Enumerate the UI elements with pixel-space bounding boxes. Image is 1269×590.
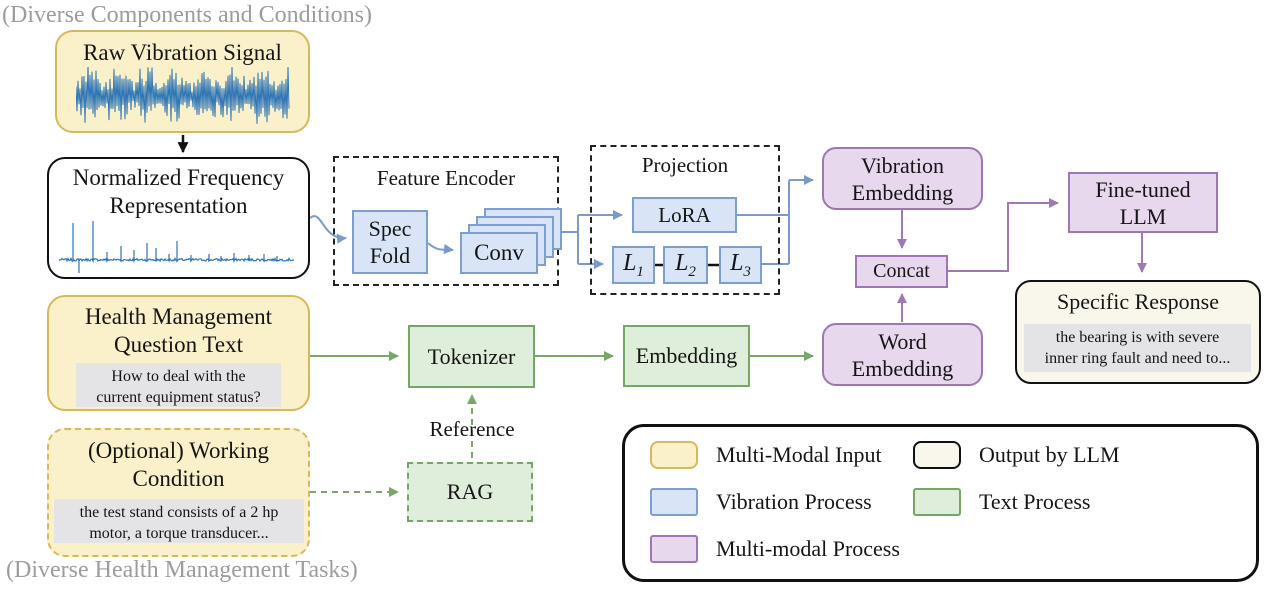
legend-item-multimodal-input: Multi-Modal Input bbox=[650, 441, 882, 469]
feature-encoder-title: Feature Encoder bbox=[376, 166, 516, 190]
legend-swatch-multimodal-input bbox=[650, 441, 698, 469]
word-embedding-line1: Word bbox=[878, 328, 927, 354]
legend-label-multimodal-input: Multi-Modal Input bbox=[716, 442, 882, 467]
question-box: Health Management Question Text How to d… bbox=[47, 295, 310, 411]
projection-title: Projection bbox=[641, 153, 729, 177]
tokenizer-box: Tokenizer bbox=[408, 325, 535, 388]
legend-item-multimodal-process: Multi-modal Process bbox=[650, 535, 900, 563]
raw-waveform-plot bbox=[75, 65, 289, 124]
rag-label: RAG bbox=[446, 479, 494, 504]
legend-swatch-output-llm bbox=[913, 441, 961, 469]
embedding-label: Embedding bbox=[635, 343, 738, 368]
legend-label-output-llm: Output by LLM bbox=[979, 442, 1120, 467]
normalized-frequency-box: Normalized Frequency Representation bbox=[47, 157, 310, 279]
raw-vibration-signal-title: Raw Vibration Signal bbox=[83, 40, 282, 65]
working-condition-line2: Condition bbox=[132, 466, 225, 491]
caption-bottom: (Diverse Health Management Tasks) bbox=[6, 557, 358, 583]
legend-item-output-llm: Output by LLM bbox=[913, 441, 1120, 469]
raw-vibration-signal-box: Raw Vibration Signal bbox=[55, 30, 310, 133]
layer-l3-label: L3 bbox=[730, 250, 751, 281]
layer-l1-label: L1 bbox=[623, 250, 644, 281]
conv-label: Conv bbox=[474, 240, 524, 265]
layer-l3-box: L3 bbox=[719, 246, 762, 284]
legend-label-vibration-process: Vibration Process bbox=[716, 489, 872, 514]
working-condition-line1: (Optional) Working bbox=[87, 438, 270, 463]
vibration-embedding-line1: Vibration bbox=[861, 152, 944, 178]
l2-base: L bbox=[675, 249, 689, 276]
concat-box: Concat bbox=[855, 255, 948, 288]
vibration-embedding-line2: Embedding bbox=[851, 179, 954, 205]
l1-sub: 1 bbox=[636, 263, 644, 280]
layer-l2-label: L2 bbox=[675, 250, 696, 281]
legend-swatch-text-process bbox=[913, 488, 961, 516]
lora-box: LoRA bbox=[632, 197, 737, 233]
rag-box: RAG bbox=[407, 462, 533, 522]
reference-label: Reference bbox=[429, 417, 515, 441]
question-body: How to deal with the current equipment s… bbox=[76, 363, 281, 407]
legend-swatch-multimodal-process bbox=[650, 535, 698, 563]
l1-base: L bbox=[623, 249, 637, 276]
fine-tuned-llm-line2: LLM bbox=[1119, 203, 1167, 229]
conv-box: Conv bbox=[460, 232, 538, 274]
specific-response-title: Specific Response bbox=[1057, 289, 1219, 314]
legend-label-text-process: Text Process bbox=[979, 489, 1091, 514]
question-title-line2: Question Text bbox=[114, 332, 243, 357]
question-title-line1: Health Management bbox=[84, 304, 273, 329]
lora-label: LoRA bbox=[658, 202, 711, 227]
normalized-frequency-line1: Normalized Frequency bbox=[72, 165, 285, 190]
legend-swatch-vibration-process bbox=[650, 488, 698, 516]
fine-tuned-llm-label: Fine-tuned LLM bbox=[1095, 176, 1190, 230]
word-embedding-line2: Embedding bbox=[851, 355, 954, 381]
spec-fold-line2: Fold bbox=[369, 243, 411, 268]
l3-sub: 3 bbox=[743, 263, 751, 280]
frequency-spectrum-polyline bbox=[59, 221, 295, 273]
legend-box: Multi-Modal Input Vibration Process Mult… bbox=[622, 424, 1259, 582]
projection-frame: Projection bbox=[590, 145, 780, 295]
fine-tuned-llm-box: Fine-tuned LLM bbox=[1068, 172, 1218, 233]
fine-tuned-llm-line1: Fine-tuned bbox=[1095, 176, 1191, 202]
l3-base: L bbox=[730, 249, 744, 276]
raw-waveform-polyline bbox=[75, 65, 289, 124]
word-embedding-label: Word Embedding bbox=[852, 328, 953, 382]
embedding-box: Embedding bbox=[623, 325, 750, 387]
vibration-embedding-box: Vibration Embedding bbox=[822, 147, 983, 210]
specific-response-body: the bearing is with severe inner ring fa… bbox=[1024, 324, 1251, 372]
working-condition-body: the test stand consists of a 2 hp motor,… bbox=[54, 499, 304, 543]
working-condition-box: (Optional) Working Condition the test st… bbox=[47, 428, 310, 557]
question-title: Health Management Question Text bbox=[49, 303, 308, 359]
working-condition-title: (Optional) Working Condition bbox=[49, 437, 308, 493]
spec-fold-box: Spec Fold bbox=[352, 210, 428, 274]
specific-response-box: Specific Response the bearing is with se… bbox=[1015, 280, 1261, 384]
normalized-frequency-line2: Representation bbox=[109, 193, 248, 218]
l2-sub: 2 bbox=[688, 263, 696, 280]
normalized-frequency-title: Normalized Frequency Representation bbox=[49, 164, 308, 220]
legend-label-multimodal-process: Multi-modal Process bbox=[716, 536, 900, 561]
spec-fold-line1: Spec bbox=[368, 216, 412, 241]
tokenizer-label: Tokenizer bbox=[427, 343, 516, 369]
layer-l2-box: L2 bbox=[663, 246, 708, 284]
layer-l1-box: L1 bbox=[612, 246, 655, 284]
concat-label: Concat bbox=[873, 260, 930, 282]
conv-output-branch bbox=[562, 215, 579, 264]
caption-top: (Diverse Components and Conditions) bbox=[2, 2, 372, 28]
arrow-concat-to-llm bbox=[948, 198, 1059, 272]
vibration-embedding-label: Vibration Embedding bbox=[852, 152, 953, 206]
word-embedding-box: Word Embedding bbox=[822, 323, 983, 386]
frequency-spectrum-plot bbox=[59, 221, 295, 273]
spec-fold-label: Spec Fold bbox=[369, 215, 412, 269]
legend-item-text-process: Text Process bbox=[913, 488, 1091, 516]
legend-item-vibration-process: Vibration Process bbox=[650, 488, 872, 516]
